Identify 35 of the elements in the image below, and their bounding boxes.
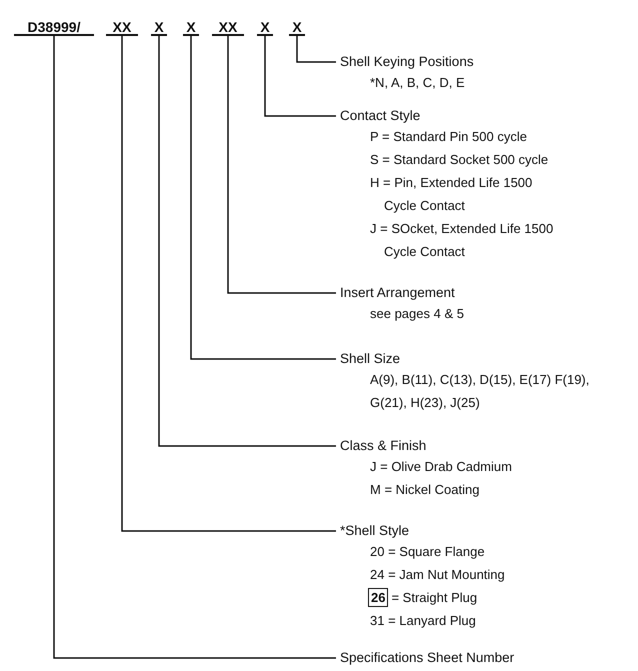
option-text: see pages 4 & 5 bbox=[370, 305, 464, 323]
field-heading: Insert Arrangement bbox=[340, 284, 456, 302]
option-text: H = Pin, Extended Life 1500 Cycle Contact bbox=[370, 174, 534, 215]
option-text: 24 = Jam Nut Mounting bbox=[370, 566, 505, 584]
code-segment: XX bbox=[212, 18, 244, 36]
field-heading: Shell Size bbox=[340, 350, 402, 368]
option-text: J = SOcket, Extended Life 1500 Cycle Contact bbox=[370, 220, 554, 261]
leader-line bbox=[53, 36, 336, 659]
field-heading: Shell Keying Positions bbox=[340, 53, 474, 71]
field-heading: *Shell Style bbox=[340, 522, 410, 540]
option-text: *N, A, B, C, D, E bbox=[370, 74, 466, 92]
field-heading: Specifications Sheet Number bbox=[340, 649, 514, 667]
code-segment: X bbox=[151, 18, 167, 36]
leader-line bbox=[190, 36, 336, 360]
leader-line bbox=[296, 36, 336, 63]
option-text: S = Standard Socket 500 cycle bbox=[370, 151, 550, 169]
option-text: 20 = Square Flange bbox=[370, 543, 486, 561]
leader-line bbox=[121, 36, 336, 532]
option-text: J = Olive Drab Cadmium bbox=[370, 458, 512, 476]
code-segment: X bbox=[183, 18, 199, 36]
option-text: P = Standard Pin 500 cycle bbox=[370, 128, 528, 146]
field-heading: Contact Style bbox=[340, 107, 422, 125]
leader-line bbox=[227, 36, 336, 294]
code-segment: D38999/ bbox=[14, 18, 94, 36]
option-text: = Straight Plug bbox=[391, 589, 478, 607]
field-heading: Class & Finish bbox=[340, 437, 428, 455]
code-segment: X bbox=[257, 18, 273, 36]
option-text: A(9), B(11), C(13), D(15), E(17) F(19), G(21), H(23), J(25) bbox=[370, 371, 590, 412]
boxed-code-number: 26 bbox=[368, 588, 388, 607]
option-text: 31 = Lanyard Plug bbox=[370, 612, 477, 630]
leader-line bbox=[158, 36, 336, 447]
leader-line bbox=[264, 36, 336, 117]
option-text: M = Nickel Coating bbox=[370, 481, 480, 499]
code-segment: XX bbox=[106, 18, 138, 36]
code-segment: X bbox=[289, 18, 305, 36]
